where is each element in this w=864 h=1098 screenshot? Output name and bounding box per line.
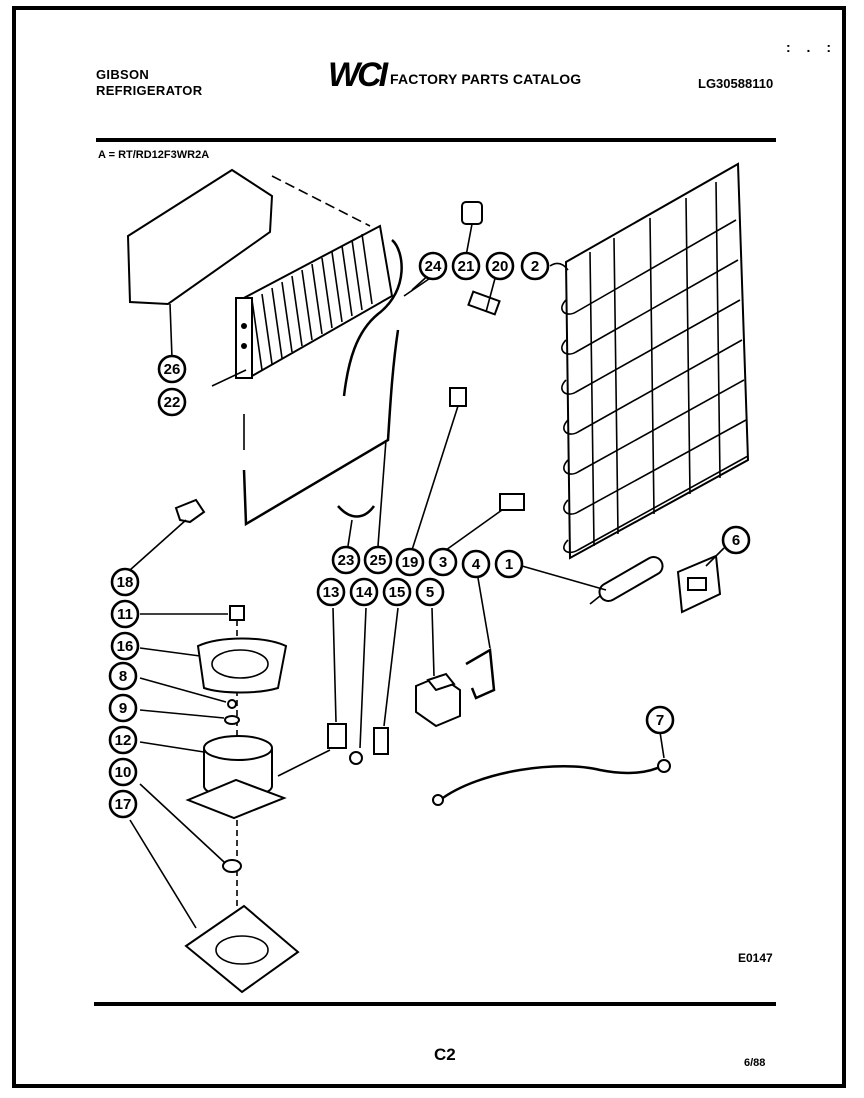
cover-part-16 [196,637,288,694]
model-line: A = RT/RD12F3WR2A [98,149,210,161]
svg-text:20: 20 [492,258,509,275]
svg-text:4: 4 [472,556,481,573]
clip-part-23 [337,505,376,518]
callout-18: 18 [110,567,140,597]
callout-19: 19 [395,547,425,577]
svg-text:9: 9 [119,700,127,717]
svg-text:21: 21 [458,258,475,275]
svg-text:13: 13 [323,584,340,601]
svg-text:3: 3 [439,554,447,571]
figure-code: E0147 [738,951,773,965]
callout-22: 22 [157,387,187,417]
grommet-part-21 [461,201,483,225]
svg-text:7: 7 [656,712,664,729]
callout-1: 1 [494,549,524,579]
svg-text:26: 26 [164,361,181,378]
washer-part-9 [224,715,240,725]
svg-text:24: 24 [425,258,442,275]
svg-text:2: 2 [531,258,539,275]
tube-part-25 [242,329,400,527]
callout-16: 16 [110,631,140,661]
svg-text:15: 15 [389,584,406,601]
svg-text:16: 16 [117,638,134,655]
bracket-part-6 [676,554,722,614]
callout-7: 7 [645,705,675,735]
power-cord-part-7 [439,764,663,802]
document-number: LG30588110 [698,76,774,91]
svg-text:6: 6 [732,532,740,549]
callout-24: 24 [418,251,448,281]
callout-17: 17 [108,789,138,819]
footer-rule [94,1002,776,1006]
callout-8: 8 [108,661,138,691]
base-part-17 [184,904,300,994]
svg-text:23: 23 [338,552,355,569]
callout-21: 21 [451,251,481,281]
condenser-part-2 [561,162,750,560]
callout-13: 13 [316,577,346,607]
corner-marks: : . : [786,39,837,55]
drain-tube-part-24 [342,239,403,397]
svg-text:19: 19 [402,554,419,571]
bracket-part-18 [174,498,206,524]
relay-part-5 [415,672,461,728]
svg-text:11: 11 [117,606,133,623]
header-rule [96,138,776,142]
callout-14: 14 [349,577,379,607]
svg-text:12: 12 [115,732,132,749]
callout-3: 3 [428,547,458,577]
catalog-title: FACTORY PARTS CATALOG [390,71,582,87]
relay-clip-part-19 [449,387,467,407]
callout-11: 11 [110,599,140,629]
svg-text:1: 1 [505,556,513,573]
callout-26: 26 [157,354,187,384]
part-callouts: 26 22 24 21 20 2 18 11 16 8 9 12 10 17 2… [108,251,751,819]
svg-text:17: 17 [115,796,132,813]
callout-9: 9 [108,693,138,723]
svg-text:14: 14 [356,584,373,601]
bracket-part-4 [465,647,496,700]
evaporator-part-22 [211,224,394,387]
clip-part-8 [227,699,237,709]
callout-15: 15 [382,577,412,607]
callout-20: 20 [485,251,515,281]
product-type: REFRIGERATOR [96,83,203,98]
panel-part-26 [126,168,274,359]
svg-text:25: 25 [370,552,387,569]
svg-text:8: 8 [119,668,127,685]
callout-12: 12 [108,725,138,755]
clip-part-15 [373,727,389,755]
callout-4: 4 [461,549,491,579]
callout-23: 23 [331,545,361,575]
svg-text:5: 5 [426,584,434,601]
leader-dash [271,175,371,227]
callout-25: 25 [363,545,393,575]
page-code: C2 [434,1045,456,1064]
compressor-leaders [129,613,331,929]
callout-2: 2 [520,251,550,281]
nut-part-11 [229,605,245,621]
connector-part-3 [499,493,525,511]
brand-label: GIBSON REFRIGERATOR [96,67,202,99]
overload-part-13 [327,723,347,749]
drier-part-1 [589,556,664,605]
compressor-part-12 [185,735,287,820]
grommet-part-10 [222,859,242,873]
svg-text:22: 22 [164,394,181,411]
svg-text:10: 10 [115,764,132,781]
compressor-assembly [184,605,300,994]
callout-6: 6 [721,525,751,555]
wci-logo: WCI [328,56,388,94]
callout-10: 10 [108,757,138,787]
cap-part-14 [349,751,363,765]
clip-part-20 [467,290,501,316]
callout-5: 5 [415,577,445,607]
svg-text:18: 18 [117,574,134,591]
date-code: 6/88 [744,1057,766,1069]
brand-name: GIBSON [96,67,150,82]
